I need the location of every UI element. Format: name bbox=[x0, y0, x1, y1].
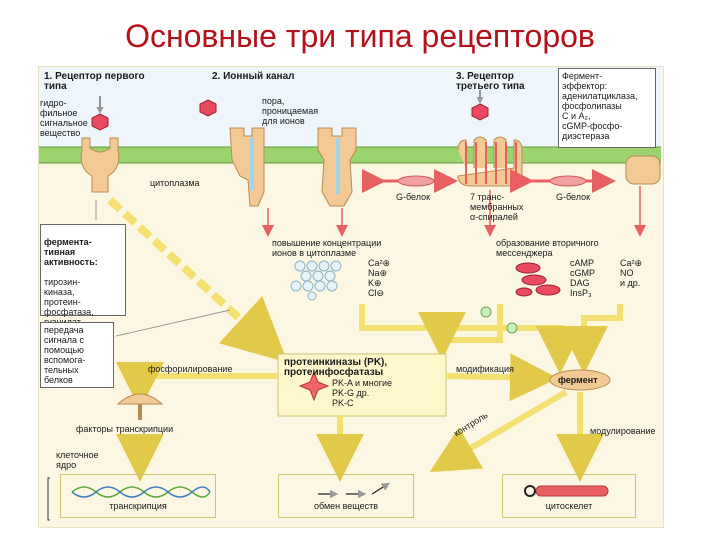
label-cytoplasm: цитоплазма bbox=[150, 178, 200, 188]
label-modification: модификация bbox=[456, 364, 514, 374]
label-messengers-left: cAMP cGMP DAG InsP₃ bbox=[570, 258, 596, 298]
yellow-arrow-control bbox=[429, 389, 568, 473]
yellow-arrow-ions bbox=[359, 304, 584, 374]
outcome-cytoskeleton: цитоскелет bbox=[502, 474, 636, 518]
yellow-arrow-modification bbox=[445, 353, 558, 402]
box-enzyme-effector: Фермент- эффектор: аденилатциклаза, фосф… bbox=[558, 68, 656, 148]
pk-star bbox=[298, 370, 330, 402]
outcome-transcription: транскрипция bbox=[60, 474, 216, 518]
yellow-arrow-phosphorylation bbox=[116, 362, 278, 410]
ligand-hexagon-1 bbox=[91, 113, 109, 131]
label-hydrophilic-substance: гидро- фильное сигнальное вещество bbox=[40, 98, 88, 138]
effector-enzyme-shape bbox=[625, 155, 661, 185]
ligand-hexagon-2 bbox=[199, 99, 217, 117]
page-title: Основные три типа рецепторов bbox=[125, 18, 595, 54]
label-pk-list: PK-A и многие PK-G др. PK-C bbox=[332, 378, 393, 408]
box-signal-transfer: передача сигнала с помощью вспомога- тел… bbox=[40, 322, 114, 388]
label-pore: пора, проницаемая для ионов bbox=[262, 96, 319, 126]
ion-channel-closed bbox=[317, 127, 357, 207]
label-ions-list: Ca²⊕ Na⊕ K⊕ Cl⊖ bbox=[368, 258, 391, 298]
dashed-arrow-receptor1 bbox=[107, 197, 288, 363]
ligand-hexagon-3 bbox=[471, 103, 489, 121]
outcome-transcription-label: транскрипция bbox=[109, 501, 167, 511]
label-modulation: модулирование bbox=[590, 426, 656, 436]
label-protein-kinases: протеинкиназы (PK), протеинфосфатазы bbox=[284, 357, 388, 378]
label-second-messenger: образование вторичного мессенджера bbox=[496, 238, 599, 258]
transcription-factor-shape bbox=[116, 393, 164, 405]
outcome-cytoskeleton-label: цитоскелет bbox=[545, 501, 593, 511]
label-g-protein-left: G-белок bbox=[396, 192, 431, 202]
g-protein-arrow-left bbox=[362, 169, 458, 193]
yellow-arrow-messengers bbox=[560, 304, 623, 374]
g-protein-arrow-right bbox=[510, 169, 616, 193]
enzyme-ellipse bbox=[549, 369, 611, 391]
header-receptor-type1: 1. Рецептор первого типа bbox=[44, 71, 145, 92]
label-seven-tm: 7 транс- мембранных α-спиралей bbox=[470, 192, 524, 222]
label-nucleus: клеточное ядро bbox=[56, 450, 99, 470]
messenger-blobs bbox=[515, 262, 561, 297]
label-g-protein-right: G-белок bbox=[556, 192, 591, 202]
box-enzymatic-activity: фермента- тивная активность: тирозин- ки… bbox=[40, 224, 126, 337]
yellow-arrow-to-pk bbox=[418, 304, 503, 360]
label-phosphorylation: фосфорилирование bbox=[148, 364, 233, 374]
seven-tm-receptor bbox=[457, 136, 523, 187]
label-messengers-right: Ca²⊕ NO и др. bbox=[620, 258, 643, 288]
label-ion-concentration: повышение концентрации ионов в цитоплазм… bbox=[272, 238, 382, 258]
label-enzyme: фермент bbox=[558, 375, 598, 385]
metabolism-arrows bbox=[318, 482, 391, 499]
receptor-type1-shape bbox=[80, 137, 120, 193]
outcome-metabolism-label: обмен веществ bbox=[313, 501, 379, 511]
dna-helix bbox=[71, 486, 211, 498]
ion-bubbles bbox=[290, 260, 342, 301]
label-transcription-factors: факторы транскрипции bbox=[76, 424, 174, 434]
ion-channel-open bbox=[229, 127, 265, 207]
header-receptor-type3: 3. Рецептор третьего типа bbox=[456, 71, 525, 92]
enzymatic-activity-heading: фермента- тивная активность: bbox=[44, 237, 98, 267]
cytoskeleton-fiber bbox=[524, 485, 609, 497]
outcome-metabolism: обмен веществ bbox=[278, 474, 414, 518]
header-ion-channel: 2. Ионный канал bbox=[212, 71, 295, 82]
